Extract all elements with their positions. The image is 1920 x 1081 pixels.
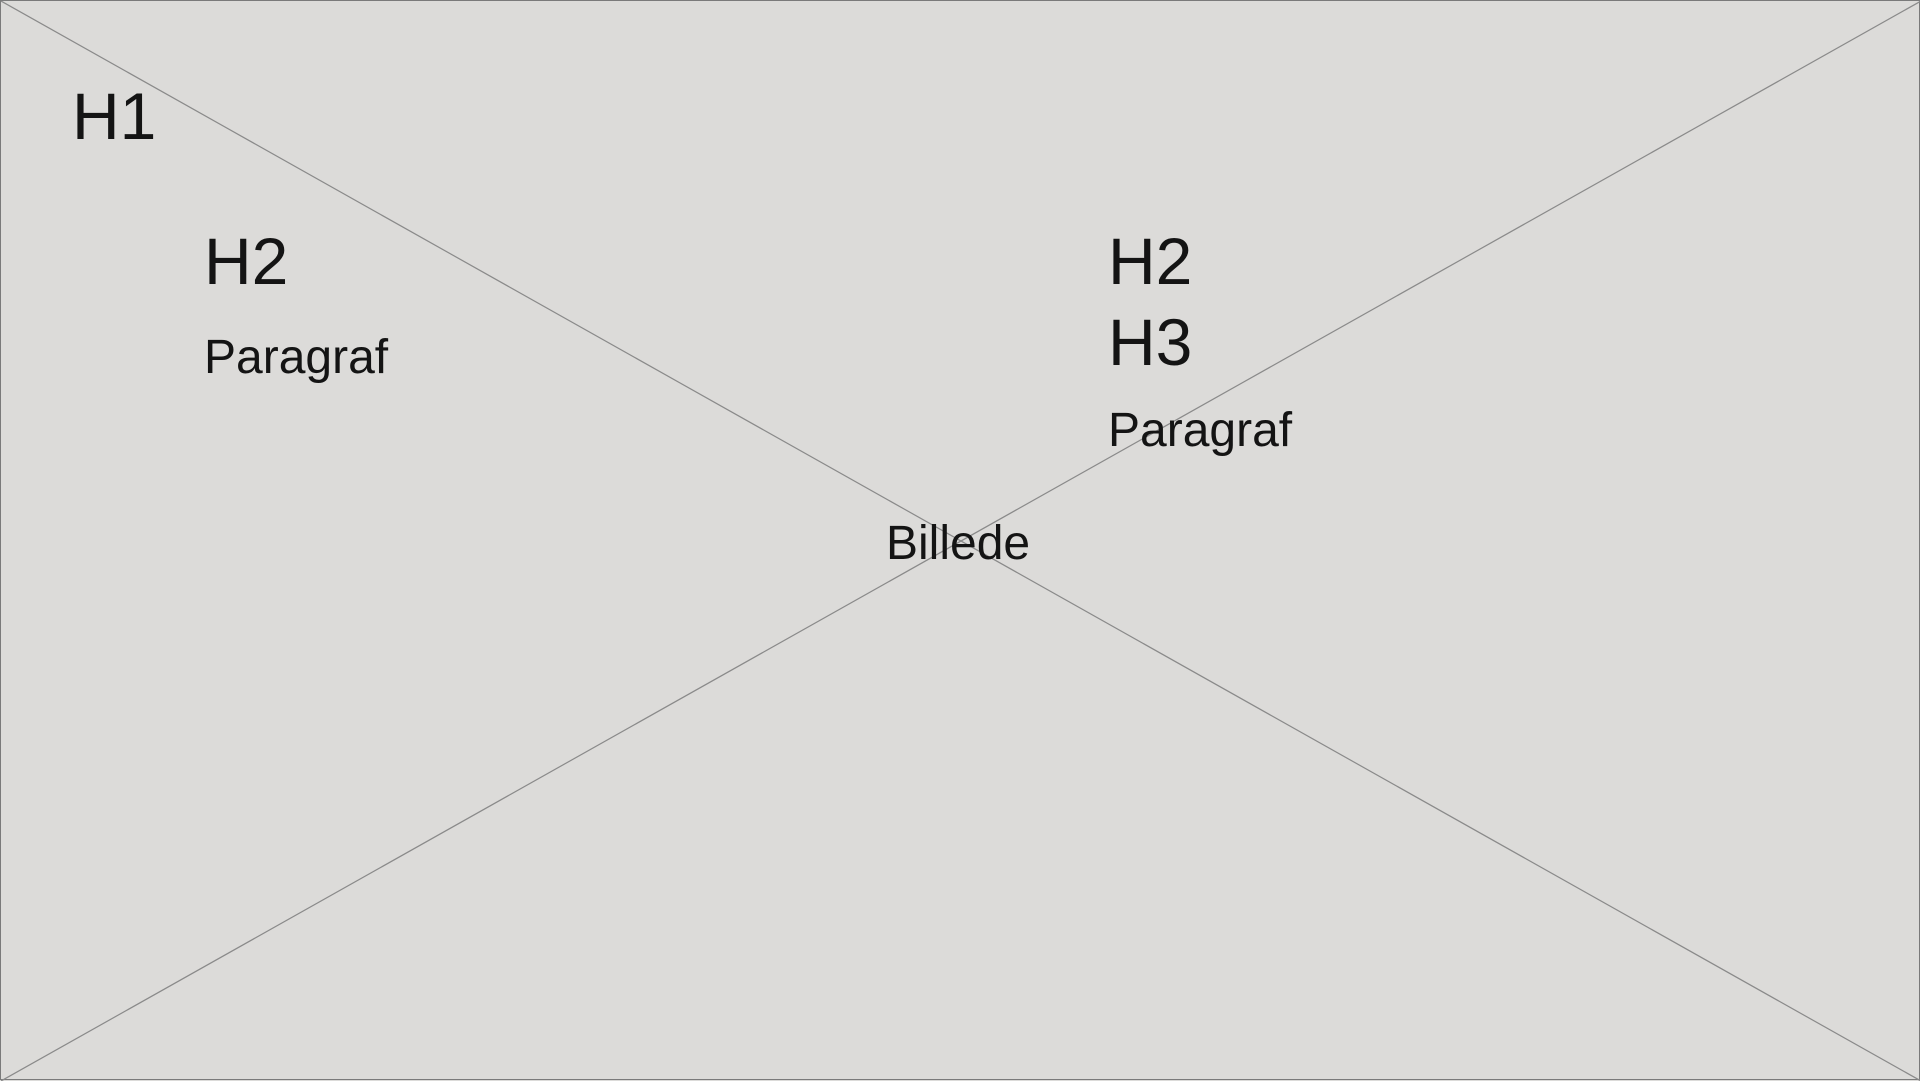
heading-1: H1 [72, 79, 157, 153]
image-placeholder-label: Billede [886, 517, 1031, 570]
left-paragraph: Paragraf [204, 331, 389, 384]
right-heading-3: H3 [1108, 305, 1193, 379]
right-paragraph: Paragraf [1108, 404, 1293, 457]
right-heading-2: H2 [1108, 224, 1193, 298]
left-heading-2: H2 [204, 224, 289, 298]
